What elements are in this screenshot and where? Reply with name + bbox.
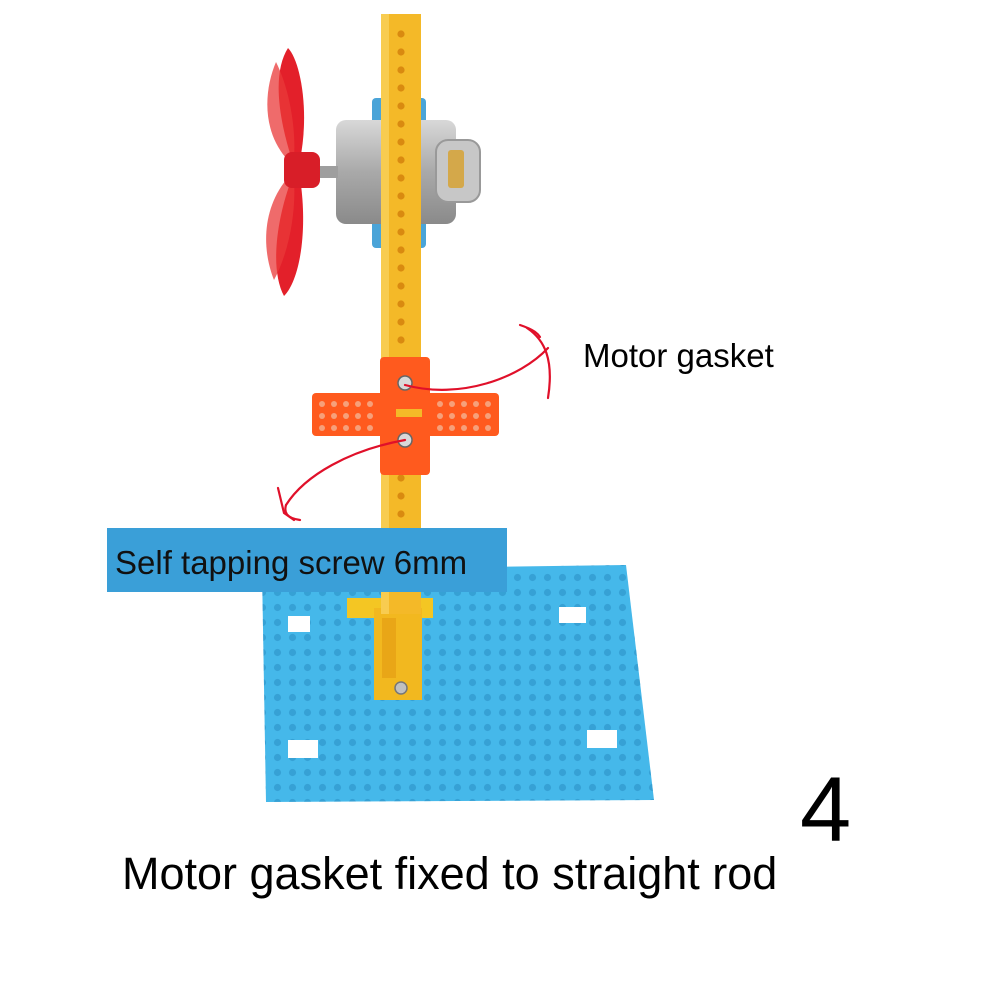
self-tapping-screw-label: Self tapping screw 6mm bbox=[115, 544, 468, 581]
screw-label-box: Self tapping screw 6mm bbox=[107, 528, 507, 592]
base-plate-slot bbox=[288, 616, 310, 632]
base-plate bbox=[262, 565, 654, 802]
arrow-icon bbox=[276, 323, 551, 522]
screw-icon bbox=[397, 375, 413, 391]
base-plate-slot bbox=[288, 740, 318, 758]
base-plate-slot bbox=[559, 607, 586, 623]
step-caption: Motor gasket fixed to straight rod bbox=[122, 848, 778, 899]
screw-icon bbox=[394, 681, 408, 695]
propeller bbox=[266, 48, 320, 296]
motor-gasket-label: Motor gasket bbox=[583, 337, 774, 374]
step-number: 4 bbox=[800, 759, 852, 861]
straight-rod bbox=[381, 14, 421, 614]
base-plate-slot bbox=[587, 730, 617, 748]
motor-gasket bbox=[312, 357, 499, 475]
